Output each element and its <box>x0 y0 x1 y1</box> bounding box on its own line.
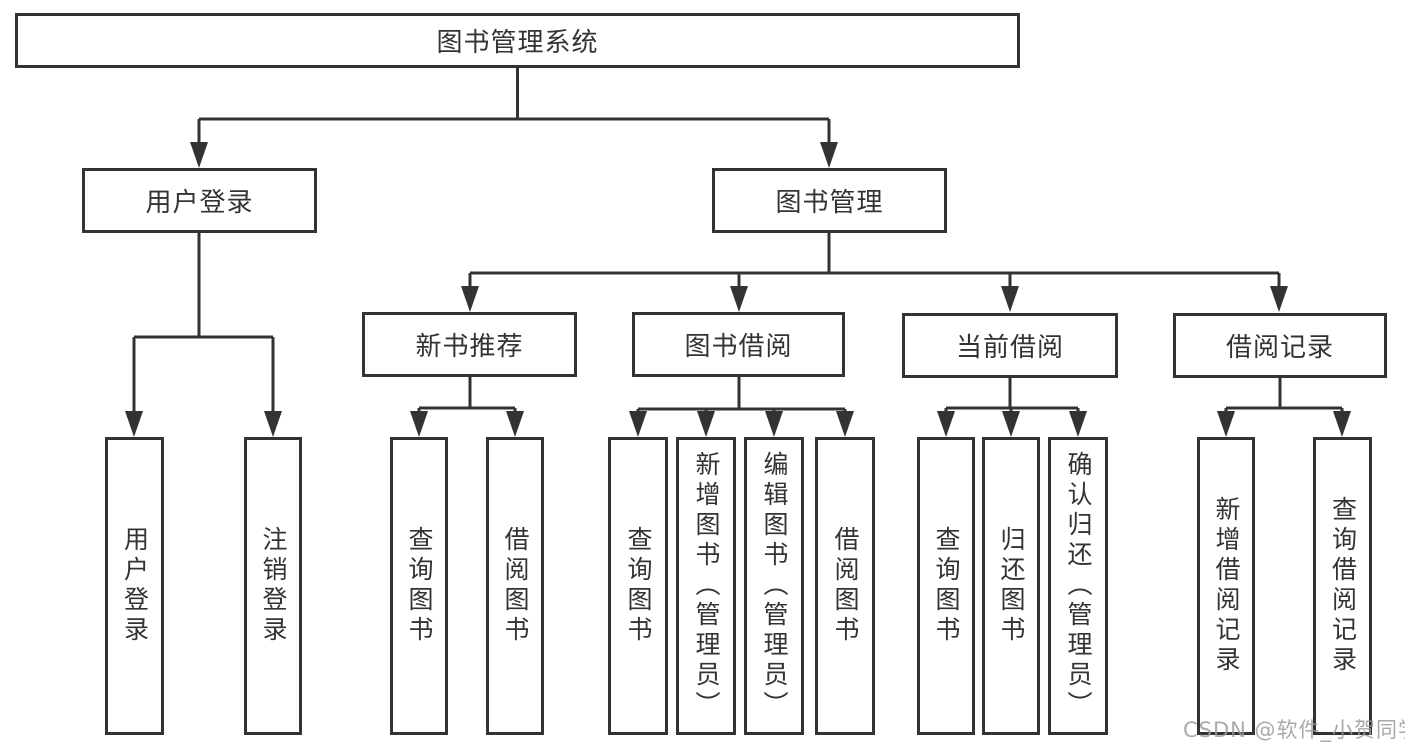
leaf-query-books-current: 查询图书 <box>917 437 975 735</box>
arrowheads-records <box>1217 411 1351 437</box>
arrowheads-userlogin <box>125 411 282 437</box>
node-label: 注销登录 <box>259 526 288 646</box>
leaf-user-login: 用户登录 <box>105 437 164 735</box>
node-label: 新书推荐 <box>415 332 524 362</box>
connector-userlogin-branch <box>132 233 275 412</box>
arrowheads-borrow <box>629 411 854 437</box>
connector-current-branch <box>944 378 1080 413</box>
node-book-management: 图书管理 <box>712 168 947 233</box>
node-label: 借阅记录 <box>1225 333 1334 363</box>
arrowheads-level3 <box>461 286 1288 312</box>
node-label: 用户登录 <box>145 188 254 218</box>
leaf-edit-books-admin: 编辑图书（管理员） <box>744 437 804 735</box>
connector-newbooks-branch <box>417 377 517 413</box>
node-borrowing-records: 借阅记录 <box>1173 313 1387 378</box>
node-user-login: 用户登录 <box>82 168 317 233</box>
node-label: 图书借阅 <box>684 332 793 362</box>
leaf-query-borrow-record: 查询借阅记录 <box>1313 437 1372 735</box>
leaf-query-books-borrowing: 查询图书 <box>608 437 668 735</box>
arrowheads-current <box>937 411 1087 437</box>
arrowheads-level2 <box>190 142 838 168</box>
node-current-borrowing: 当前借阅 <box>902 313 1118 378</box>
csdn-watermark: CSDN @软件_小贺同学 <box>1183 718 1405 742</box>
node-label: 新增图书（管理员） <box>692 451 721 721</box>
node-label: 编辑图书（管理员） <box>760 451 789 721</box>
leaf-borrow-books-newbooks: 借阅图书 <box>486 437 544 735</box>
node-label: 当前借阅 <box>955 333 1064 363</box>
leaf-query-books-newbooks: 查询图书 <box>390 437 448 735</box>
node-label: 图书管理系统 <box>436 28 599 58</box>
connector-root-to-level2 <box>197 68 831 144</box>
leaf-confirm-return-admin: 确认归还（管理员） <box>1048 437 1108 735</box>
node-book-borrowing: 图书借阅 <box>632 312 845 377</box>
connector-borrow-branch <box>636 377 847 413</box>
leaf-return-books: 归还图书 <box>982 437 1040 735</box>
node-library-management-system: 图书管理系统 <box>15 13 1020 68</box>
node-label: 归还图书 <box>997 526 1026 646</box>
node-label: 查询借阅记录 <box>1328 496 1358 676</box>
node-new-book-recommendation: 新书推荐 <box>362 312 577 377</box>
node-label: 用户登录 <box>120 526 150 646</box>
arrowheads-newbooks <box>410 411 524 437</box>
leaf-add-borrow-record: 新增借阅记录 <box>1197 437 1255 735</box>
leaf-logout: 注销登录 <box>244 437 302 735</box>
leaf-borrow-books-borrowing: 借阅图书 <box>815 437 875 735</box>
node-label: 新增借阅记录 <box>1212 496 1241 676</box>
node-label: 借阅图书 <box>501 526 530 646</box>
node-label: 查询图书 <box>624 526 653 646</box>
node-label: 确认归还（管理员） <box>1064 451 1093 721</box>
connector-records-branch <box>1224 378 1344 413</box>
node-label: 图书管理 <box>775 188 884 218</box>
connector-bookmgmt-branch <box>468 233 1281 288</box>
node-label: 查询图书 <box>932 526 961 646</box>
node-label: 借阅图书 <box>831 526 860 646</box>
node-label: 查询图书 <box>405 526 434 646</box>
leaf-add-books-admin: 新增图书（管理员） <box>676 437 736 735</box>
